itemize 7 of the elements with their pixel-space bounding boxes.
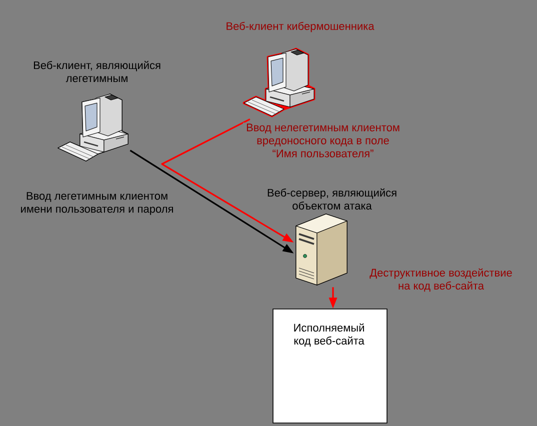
edge-label: Деструктивное воздействие на код веб-сайта — [362, 267, 520, 293]
heading-text: Веб-клиент кибермошенника — [226, 22, 374, 32]
process-box: Исполняемый код веб-сайта — [272, 308, 388, 424]
heading-text: Веб-сервер, являющийся объектом атака — [268, 188, 396, 210]
edge-label: Ввод нелегетимным клиентом вредоносного кода в поле “Имя пользователя” — [243, 122, 403, 158]
heading-text: Веб-клиент, являющийся легетимным — [34, 60, 160, 82]
edge-label: Ввод легетимным клиентом имени пользователя и пароля — [10, 191, 184, 216]
